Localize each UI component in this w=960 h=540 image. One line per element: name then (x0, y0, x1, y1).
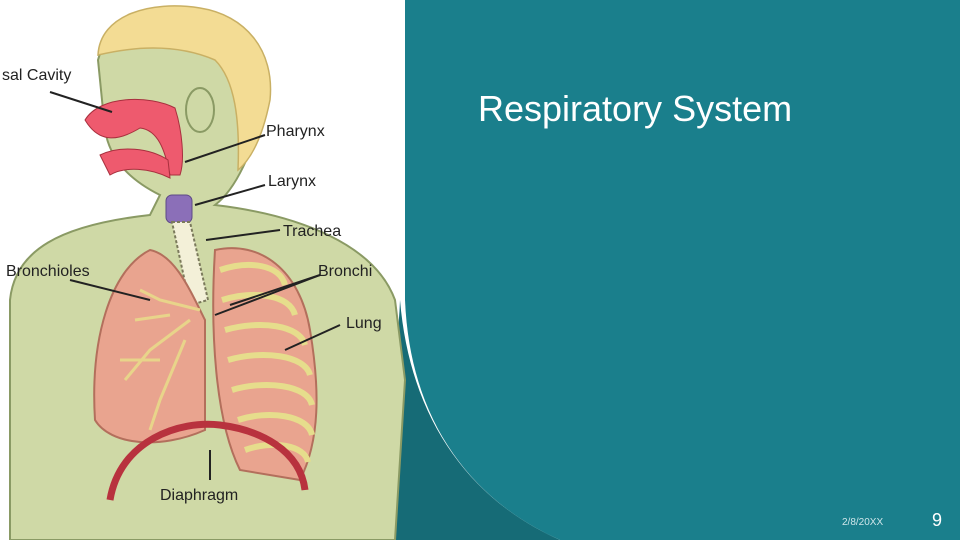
slide-title: Respiratory System (478, 88, 792, 130)
label-pharynx: Pharynx (266, 123, 325, 140)
larynx-shape (166, 195, 192, 223)
label-trachea: Trachea (283, 223, 341, 240)
label-lung: Lung (346, 315, 382, 332)
respiratory-diagram: sal Cavity Pharynx Larynx Trachea Bronch… (0, 0, 410, 540)
label-bronchioles: Bronchioles (6, 263, 90, 280)
ear-shape (186, 88, 214, 132)
footer-date: 2/8/20XX (842, 517, 883, 528)
label-diaphragm: Diaphragm (160, 487, 238, 504)
teal-panel (405, 0, 960, 540)
page-number: 9 (932, 510, 942, 531)
label-larynx: Larynx (268, 173, 316, 190)
label-bronchi: Bronchi (318, 263, 372, 280)
label-nasal-cavity: sal Cavity (2, 67, 71, 84)
